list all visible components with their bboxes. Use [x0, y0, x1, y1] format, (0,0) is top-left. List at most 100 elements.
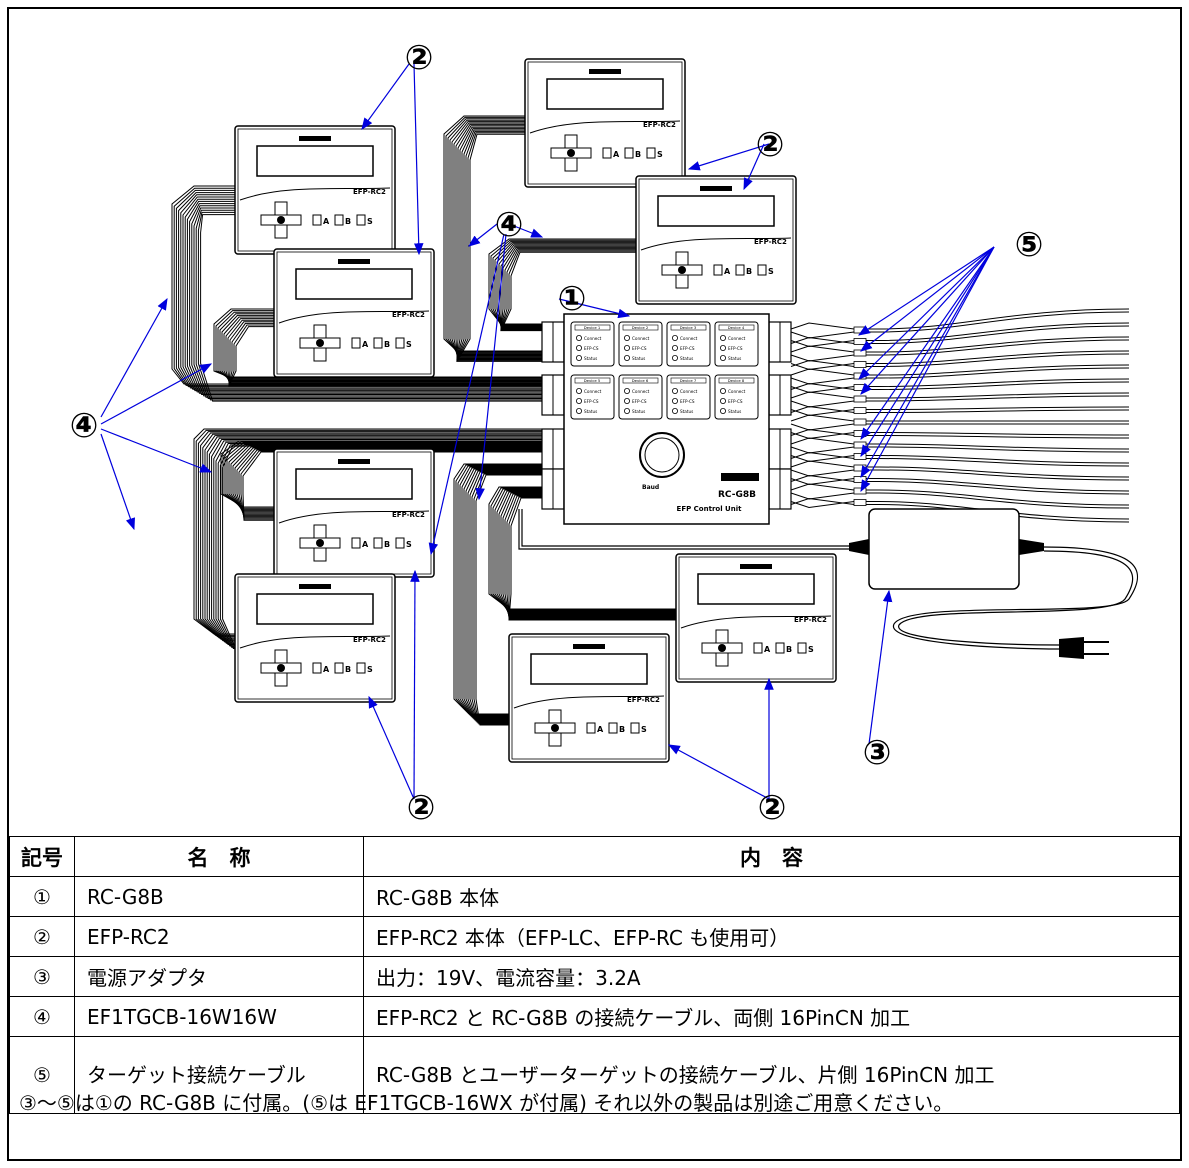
controller-button-label: S	[768, 267, 774, 276]
row-desc: 出力：19V、電流容量：3.2A	[364, 957, 1180, 997]
led-label: Status	[632, 409, 645, 414]
controller-model-label: EFP-RC2	[627, 696, 660, 704]
row-name: RC-G8B	[75, 877, 364, 917]
header-content: 内 容	[364, 837, 1180, 877]
led-label: Connect	[584, 336, 602, 341]
channel-label: Device 2	[632, 325, 649, 330]
led-label: Connect	[680, 336, 698, 341]
controller-button-label: S	[367, 665, 373, 674]
controller-button-label: B	[384, 540, 390, 549]
controller-button-label: S	[641, 725, 647, 734]
row-desc: EFP-RC2 と RC-G8B の接続ケーブル、両側 16PinCN 加工	[364, 997, 1180, 1037]
row-name: EFP-RC2	[75, 917, 364, 957]
led-label: Status	[680, 356, 693, 361]
row-desc: RC-G8B 本体	[364, 877, 1180, 917]
led-label: EFP-CS	[584, 399, 599, 404]
channel-label: Device 1	[584, 325, 601, 330]
channel-label: Device 6	[632, 378, 649, 383]
controller-button-label: A	[362, 340, 369, 349]
row-symbol: ③	[10, 957, 75, 997]
led-label: Connect	[728, 336, 746, 341]
callout-2-bottom-left: ②	[407, 788, 436, 828]
channel-label: Device 8	[728, 378, 745, 383]
controller-button-label: A	[613, 150, 620, 159]
footnote: ③～⑤は①の RC-G8B に付属。(⑤は EF1TGCB-16WX が付属) …	[9, 1082, 1180, 1161]
led-label: EFP-CS	[728, 399, 743, 404]
callout-2-top: ②	[405, 38, 434, 78]
unit-model-label: RC-G8B	[718, 490, 756, 500]
controller-button-label: B	[786, 645, 792, 654]
controller-button-label: B	[384, 340, 390, 349]
led-label: EFP-CS	[632, 346, 647, 351]
led-label: EFP-CS	[728, 346, 743, 351]
header-name: 名 称	[75, 837, 364, 877]
channel-label: Device 5	[584, 378, 601, 383]
efp-rc2-controller: EFP-RC2ABS	[509, 634, 669, 762]
controller-button-label: A	[764, 645, 771, 654]
led-label: Status	[680, 409, 693, 414]
led-label: Connect	[584, 389, 602, 394]
controller-button-label: B	[635, 150, 641, 159]
led-label: Connect	[680, 389, 698, 394]
row-symbol: ④	[10, 997, 75, 1037]
callout-1: ①	[558, 279, 587, 319]
controller-button-label: B	[345, 217, 351, 226]
controller-model-label: EFP-RC2	[392, 311, 425, 319]
led-label: EFP-CS	[632, 399, 647, 404]
channel-panel: Device 3 ConnectEFP-CS Status	[667, 322, 710, 366]
channel-label: Device 3	[680, 325, 697, 330]
controller-button-label: B	[619, 725, 625, 734]
legend-header-row: 記号 名 称 内 容	[10, 837, 1180, 877]
controller-model-label: EFP-RC2	[794, 616, 827, 624]
led-label: EFP-CS	[680, 346, 695, 351]
led-label: EFP-CS	[680, 399, 695, 404]
controller-button-label: B	[345, 665, 351, 674]
row-name: 電源アダプタ	[75, 957, 364, 997]
callout-2-bottom-right: ②	[758, 788, 787, 828]
unit-subtitle: EFP Control Unit	[677, 505, 743, 513]
controller-button-label: S	[657, 150, 663, 159]
callout-3: ③	[863, 733, 892, 773]
callout-4-left: ④	[70, 406, 99, 446]
baud-label: Baud	[642, 484, 659, 491]
controller-button-label: S	[367, 217, 373, 226]
led-label: Status	[584, 356, 597, 361]
channel-label: Device 7	[680, 378, 697, 383]
rc-g8b-unit: Device 1ConnectEFP-CSStatusDevice 2Conne…	[564, 314, 769, 524]
led-label: Status	[584, 409, 597, 414]
efp-rc2-controller: EFP-RC2ABS	[274, 449, 434, 577]
callout-4-center: ④	[495, 205, 524, 245]
controller-button-label: S	[808, 645, 814, 654]
controller-button-label: A	[323, 217, 330, 226]
target-cables	[791, 309, 1129, 522]
header-symbol: 記号	[10, 837, 75, 877]
led-label: Status	[728, 356, 741, 361]
controller-button-label: B	[746, 267, 752, 276]
controller-model-label: EFP-RC2	[353, 188, 386, 196]
controller-button-label: A	[724, 267, 731, 276]
row-symbol: ②	[10, 917, 75, 957]
legend-row: ③ 電源アダプタ 出力：19V、電流容量：3.2A	[10, 957, 1180, 997]
led-label: Connect	[632, 389, 650, 394]
legend-row: ② EFP-RC2 EFP-RC2 本体（EFP-LC、EFP-RC も使用可）	[10, 917, 1180, 957]
controller-button-label: A	[323, 665, 330, 674]
row-desc: EFP-RC2 本体（EFP-LC、EFP-RC も使用可）	[364, 917, 1180, 957]
controller-button-label: S	[406, 340, 412, 349]
callout-5: ⑤	[1015, 225, 1044, 265]
controller-model-label: EFP-RC2	[353, 636, 386, 644]
channel-label: Device 4	[728, 325, 745, 330]
row-symbol: ①	[10, 877, 75, 917]
controller-button-label: S	[406, 540, 412, 549]
